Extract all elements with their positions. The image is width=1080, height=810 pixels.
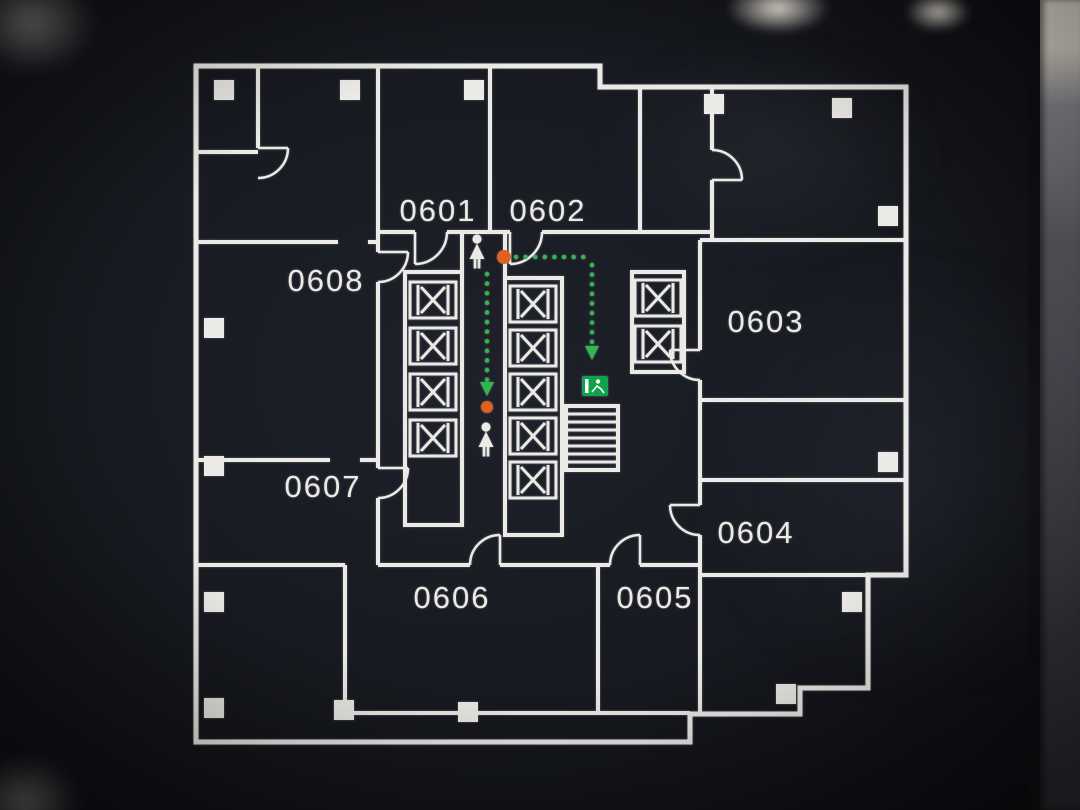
structural-column: [878, 452, 898, 472]
sign-edge-shadow: [1028, 0, 1040, 810]
room-label-0601: 0601: [400, 193, 477, 228]
elevator-icon: [408, 326, 458, 366]
door-arc: [413, 231, 449, 266]
elevator-icon: [508, 328, 558, 368]
structural-column: [204, 592, 224, 612]
elevator-bank-left: [403, 270, 464, 527]
structural-column: [458, 702, 478, 722]
structural-column: [214, 80, 234, 100]
room-label-0602: 0602: [510, 193, 587, 228]
door-arc: [711, 148, 744, 182]
elevator-bank-right: [630, 270, 686, 374]
structural-column: [832, 98, 852, 118]
door-arc: [608, 533, 642, 566]
room-label-0605: 0605: [617, 580, 694, 615]
you-are-here-markers: [481, 250, 511, 413]
structural-column: [776, 684, 796, 704]
structural-column: [340, 80, 360, 100]
evacuation-route: [480, 254, 599, 396]
person-icon: [478, 422, 494, 457]
elevator-icon: [408, 372, 458, 412]
elevator-icon: [508, 372, 558, 412]
structural-column: [464, 80, 484, 100]
elevator-icon: [508, 284, 558, 324]
elevator-icon: [633, 278, 683, 318]
room-label-0604: 0604: [718, 515, 795, 550]
door-arc: [668, 503, 701, 537]
elevator-icon: [508, 460, 558, 500]
structural-column: [204, 698, 224, 718]
outer-walls: [193, 63, 909, 745]
room-label-0607: 0607: [285, 469, 362, 504]
elevator-bank-middle: [503, 276, 564, 537]
room-label-0606: 0606: [414, 580, 491, 615]
structural-column: [204, 318, 224, 338]
room-label-0608: 0608: [288, 263, 365, 298]
interior-walls: [196, 66, 906, 715]
emergency-exit-icon: [582, 376, 608, 396]
elevator-icon: [408, 280, 458, 320]
structural-column: [842, 592, 862, 612]
door-arc: [377, 250, 410, 284]
room-labels: 0601 0602 0603 0604 0605 0606 0607 0608: [285, 193, 805, 615]
structural-column: [334, 700, 354, 720]
door-arc: [257, 146, 290, 180]
elevator-icon: [508, 416, 558, 456]
stairs-icon: [564, 404, 620, 472]
room-label-0603: 0603: [728, 304, 805, 339]
door-arcs: [257, 146, 744, 566]
you-are-here-dot: [497, 250, 511, 264]
glass-edge-reflection: [1040, 0, 1080, 810]
structural-column: [204, 456, 224, 476]
structural-column: [704, 94, 724, 114]
evacuation-route-arrow: [480, 382, 494, 396]
you-are-here-dot: [481, 401, 493, 413]
door-arc: [468, 533, 502, 566]
elevator-icon: [633, 324, 683, 364]
structural-column: [878, 206, 898, 226]
evacuation-route-arrow: [585, 346, 599, 360]
elevator-icon: [408, 418, 458, 458]
person-icon: [469, 234, 485, 269]
